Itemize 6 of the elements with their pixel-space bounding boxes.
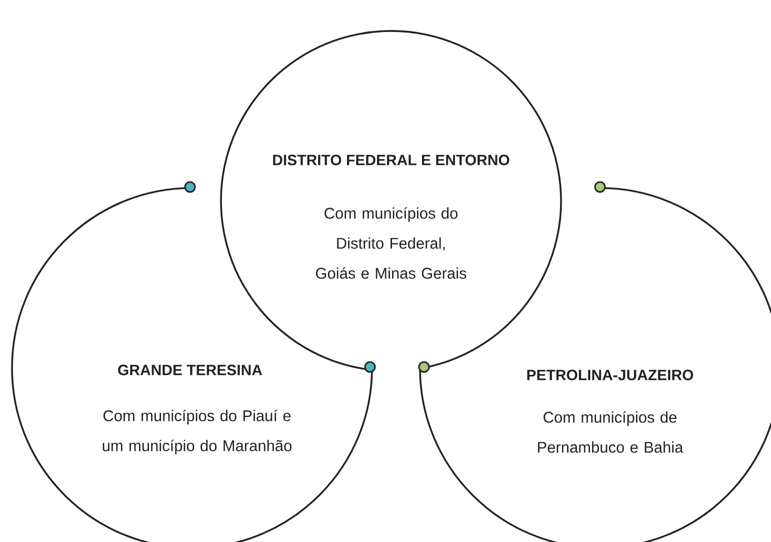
circle-heading: DISTRITO FEDERAL E ENTORNO [273,154,510,166]
circle-text: Com municípios de Pernambuco e Bahia [538,411,684,453]
circle-text: Com municípios do Distrito Federal, Goiás e Minas Gerais [316,207,466,279]
circle-heading: GRANDE TERESINA [118,364,262,376]
circle-text: Com municípios do Piauí e um município do Maranhão [102,410,292,454]
circle-heading: PETROLINA-JUAZEIRO [527,370,694,380]
